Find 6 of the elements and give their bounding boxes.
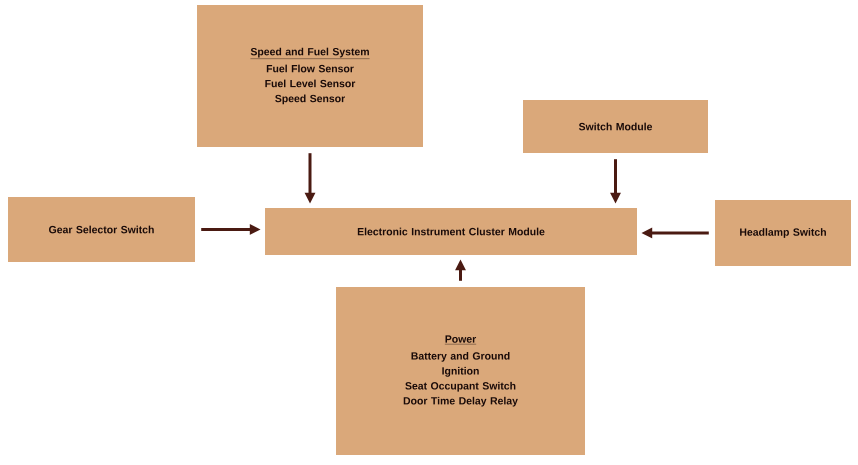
block-box: Electronic Instrument Cluster Module (265, 208, 637, 255)
block-box: Switch Module (523, 100, 708, 153)
block-box: Gear Selector Switch (8, 197, 195, 262)
block-box: Headlamp Switch (715, 200, 851, 266)
block-box: Speed and Fuel System Fuel Flow Sensor Fuel Level Sensor Speed Sensor (197, 5, 423, 147)
block-box: Power Battery and Ground Ignition Seat Occupant Switch Door Time Delay Relay (336, 287, 585, 455)
